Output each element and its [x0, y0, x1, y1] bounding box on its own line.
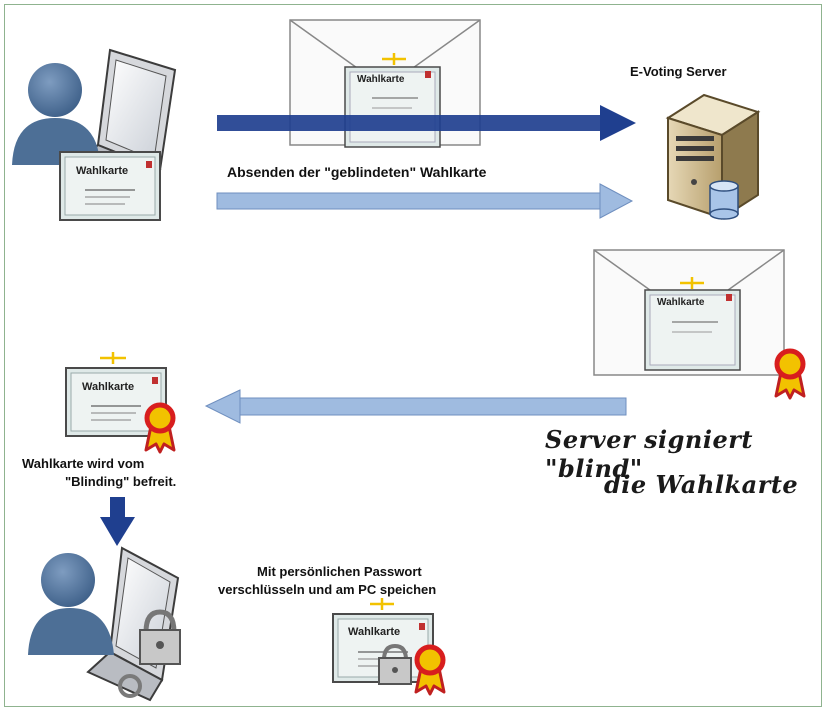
arrow-to-server-light [216, 183, 634, 219]
sign-label-line2: die Wahlkarte [604, 470, 799, 499]
card-title-signed: Wahlkarte [82, 381, 134, 393]
envelope-top [289, 19, 481, 148]
unblind-line2: "Blinding" befreit. [65, 474, 177, 489]
card-title-envelope-signed: Wahlkarte [657, 297, 705, 308]
unblind-line1: Wahlkarte wird vom [22, 456, 145, 471]
save-line1: Mit persönlichen Passwort [257, 564, 422, 579]
server-icon [665, 93, 761, 220]
user-laptop-bottom [28, 546, 181, 702]
card-title-encrypted: Wahlkarte [348, 626, 400, 638]
padlock-icon [139, 609, 181, 665]
card-title-top: Wahlkarte [76, 165, 128, 177]
save-line2: verschlüsseln und am PC speichen [218, 582, 437, 597]
arrow-down [100, 497, 135, 546]
arrow-return [204, 389, 627, 424]
user-laptop-top [12, 48, 177, 221]
card-title-envelope-top: Wahlkarte [357, 74, 405, 85]
person-head-icon [41, 553, 95, 607]
sign-label-line1: Server signiert "blind" [545, 425, 753, 483]
envelope-signed [593, 249, 804, 398]
send-label: Absenden der "geblindeten" Wahlkarte [227, 164, 487, 180]
arrow-to-server-dark [217, 105, 636, 141]
wahlkarte-signed [65, 352, 174, 452]
server-title: E-Voting Server [630, 64, 727, 79]
key-icon [118, 674, 142, 698]
person-head-icon [28, 63, 82, 117]
wahlkarte-card-icon [59, 151, 161, 221]
wahlkarte-encrypted [332, 598, 444, 694]
seal-icon [416, 647, 444, 694]
seal-icon [776, 351, 804, 398]
padlock-icon [378, 643, 412, 685]
seal-icon [146, 405, 174, 452]
